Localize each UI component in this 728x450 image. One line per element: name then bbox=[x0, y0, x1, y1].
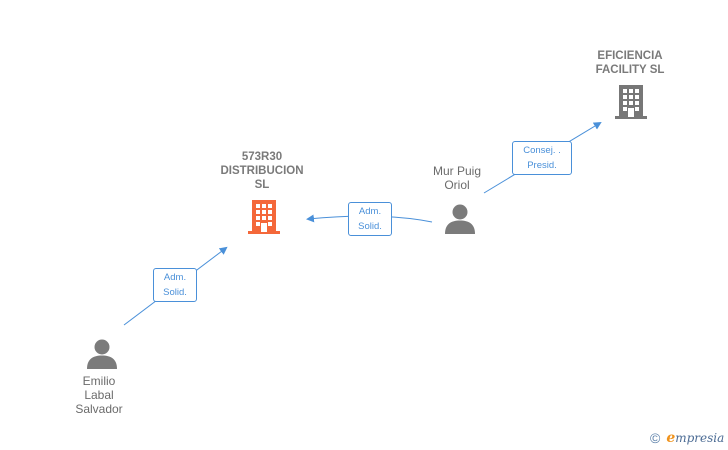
person-mur-puig-line-1: Mur Puig bbox=[432, 164, 482, 178]
person-icon[interactable] bbox=[444, 204, 476, 234]
company-573r30-label[interactable]: 573R30 DISTRIBUCION SL bbox=[206, 150, 318, 192]
company-eficiencia-label[interactable]: EFICIENCIA FACILITY SL bbox=[580, 49, 680, 77]
footer-watermark: © empresia bbox=[650, 430, 724, 446]
person-mur-puig-line-2: Oriol bbox=[444, 178, 470, 192]
company-573r30-line-2: DISTRIBUCION bbox=[220, 165, 304, 177]
person-emilio-line-2: Labal bbox=[84, 388, 114, 402]
edge-label-mur-adm-solid[interactable]: Adm. Solid. bbox=[348, 202, 392, 236]
person-emilio-line-3: Salvador bbox=[75, 402, 123, 416]
edge-label-line-2: Solid. bbox=[358, 221, 382, 232]
empresia-logo: empresia bbox=[666, 430, 724, 446]
copyright-symbol: © bbox=[650, 430, 661, 446]
edge-label-line-1: Adm. bbox=[163, 272, 187, 283]
person-emilio-line-1: Emilio bbox=[82, 374, 116, 388]
edge-label-line-1: Adm. bbox=[358, 206, 382, 217]
edge-label-mur-consej-presid[interactable]: Consej. . Presid. bbox=[512, 141, 572, 175]
brand-rest: mpresia bbox=[675, 431, 725, 445]
brand-first-letter: e bbox=[666, 430, 676, 446]
building-icon[interactable] bbox=[247, 199, 281, 235]
edge-label-line-1: Consej. . bbox=[523, 145, 561, 156]
company-eficiencia-line-1: EFICIENCIA bbox=[597, 50, 663, 62]
person-icon[interactable] bbox=[86, 339, 118, 369]
edge-label-line-2: Solid. bbox=[163, 287, 187, 298]
building-icon[interactable] bbox=[614, 84, 648, 120]
company-573r30-line-1: 573R30 bbox=[241, 151, 283, 163]
person-mur-puig-label[interactable]: Mur Puig Oriol bbox=[412, 164, 502, 192]
edge-label-line-2: Presid. bbox=[527, 160, 557, 171]
edge-label-emilio-adm-solid[interactable]: Adm. Solid. bbox=[153, 268, 197, 302]
company-573r30-line-3: SL bbox=[254, 179, 270, 191]
company-eficiencia-line-2: FACILITY SL bbox=[595, 64, 665, 76]
person-emilio-label[interactable]: Emilio Labal Salvador bbox=[54, 374, 144, 416]
